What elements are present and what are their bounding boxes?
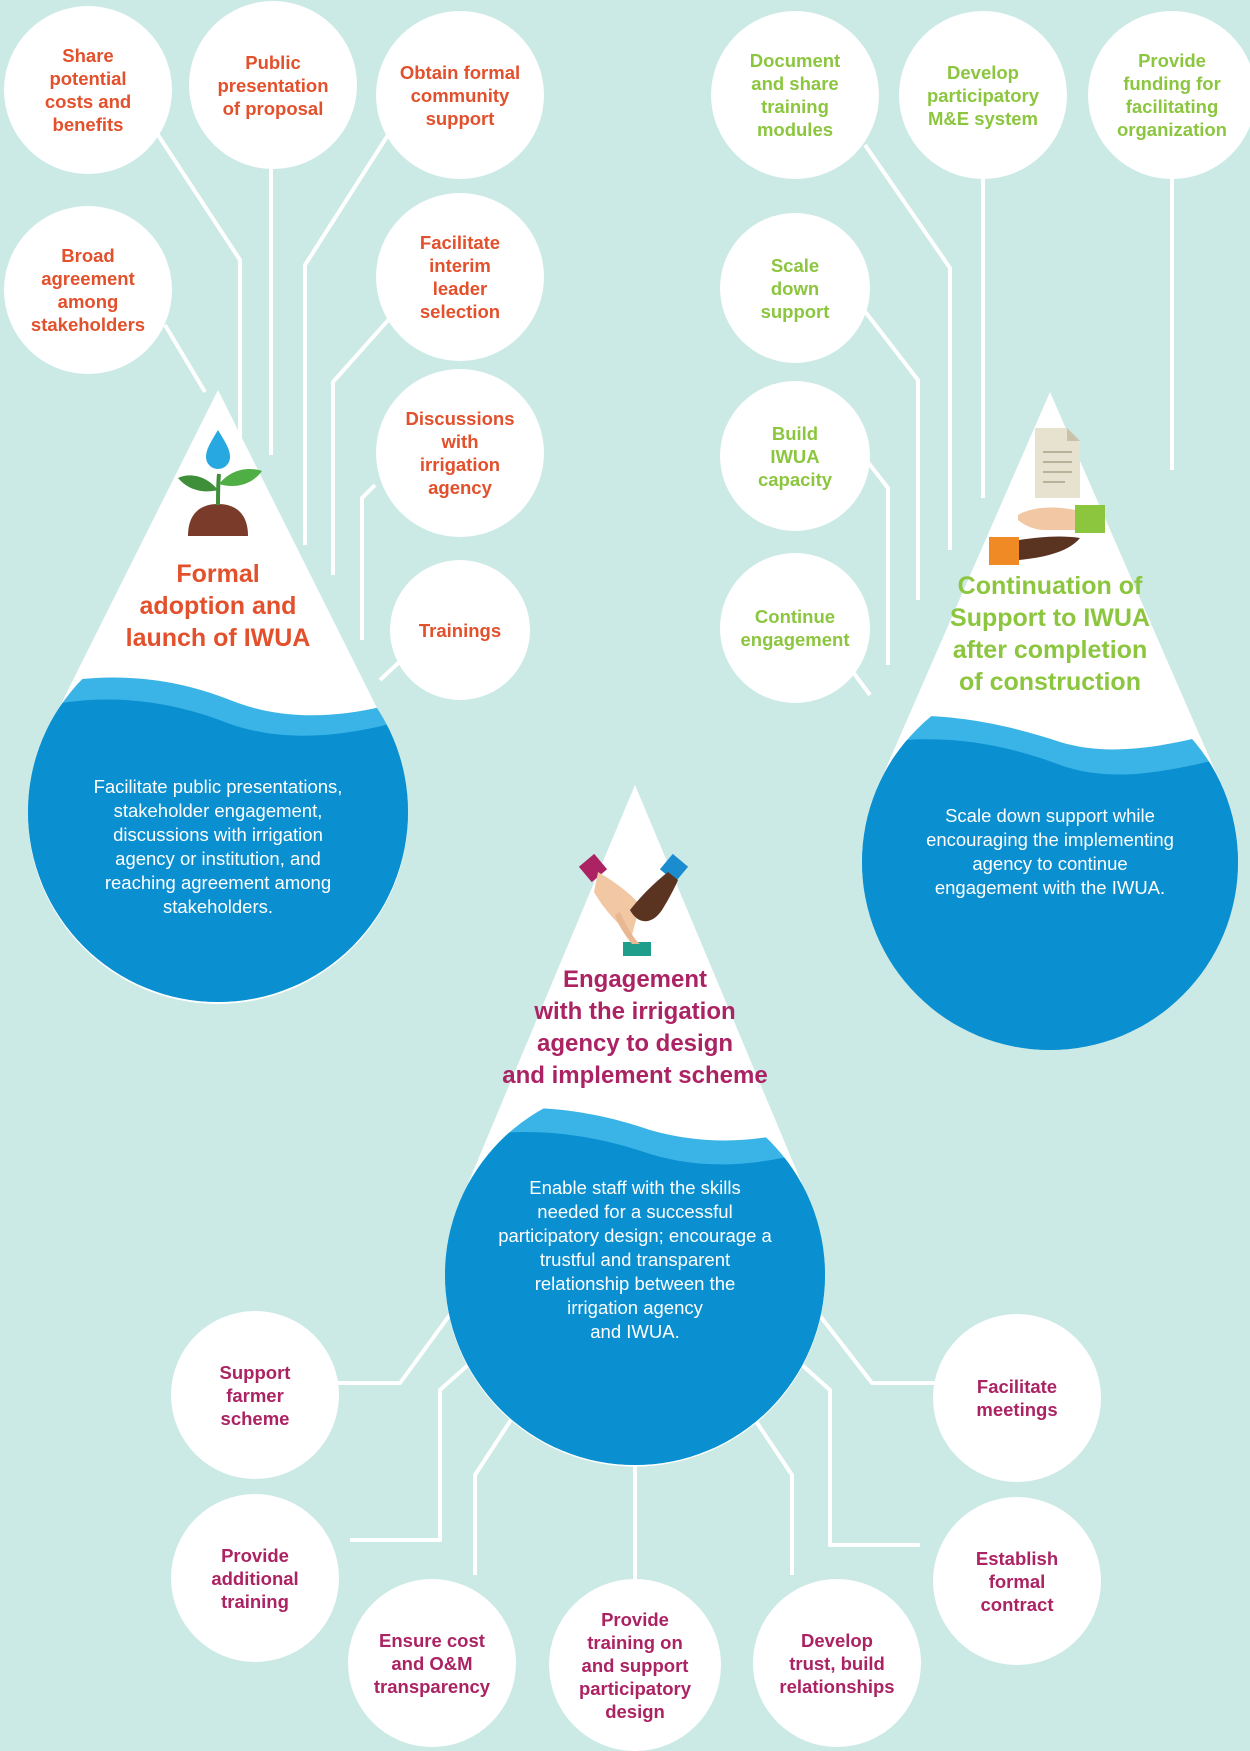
bubble-participatory-me-system[interactable]: Develop participatory M&E system — [899, 11, 1067, 179]
stage1-title: Formal adoption and launch of IWUA — [125, 560, 311, 652]
bubble-document-training-modules[interactable]: Document and share training modules — [711, 11, 879, 179]
connector-line — [331, 316, 392, 575]
connector-line — [858, 303, 920, 600]
connector-line — [320, 1288, 470, 1385]
connector-line — [798, 1288, 960, 1385]
stage2-title: Engagement with the irrigation agency to… — [502, 966, 768, 1089]
stage2-drop — [445, 785, 826, 1467]
bubble-public-presentation[interactable]: Public presentation of proposal — [189, 1, 357, 169]
bubble-share-costs-benefits[interactable]: Share potential costs and benefits — [4, 6, 172, 174]
bubble-discussions-irrigation-agency[interactable]: Discussions with irrigation agency — [376, 369, 544, 537]
bubble-additional-training[interactable]: Provide additional training — [171, 1494, 339, 1662]
bubble-support-farmer-scheme[interactable]: Support farmer scheme — [171, 1311, 339, 1479]
bubble-cost-om-transparency[interactable]: Ensure cost and O&M transparency — [348, 1579, 516, 1747]
connector-line — [303, 133, 390, 545]
connector-line — [156, 133, 242, 475]
bubble-obtain-community-support[interactable]: Obtain formal community support — [376, 11, 544, 179]
bubble-facilitate-meetings[interactable]: Facilitate meetings — [933, 1314, 1101, 1482]
connector-line — [863, 143, 952, 550]
bubble-continue-engagement[interactable]: Continue engagement — [720, 553, 870, 703]
document-hands-icon — [989, 428, 1105, 565]
stage3-drop — [861, 392, 1238, 1050]
stage1-drop — [28, 390, 409, 1004]
bubble-develop-trust[interactable]: Develop trust, build relationships — [753, 1579, 921, 1747]
stage1-description: Facilitate public presentations, stakeho… — [93, 776, 343, 917]
connector-line — [360, 483, 377, 640]
bubble-broad-agreement[interactable]: Broad agreement among stakeholders — [4, 206, 172, 374]
connector-line — [163, 323, 207, 394]
bubble-scale-down-support[interactable]: Scale down support — [720, 213, 870, 363]
bubble-establish-formal-contract[interactable]: Establish formal contract — [933, 1497, 1101, 1665]
stage3-title: Continuation of Support to IWUA after co… — [950, 572, 1150, 696]
seedling-water-drop-icon — [178, 430, 262, 536]
stage3-description: Scale down support while encouraging the… — [926, 805, 1174, 898]
bubble-funding-facilitating-org[interactable]: Provide funding for facilitating organiz… — [1088, 11, 1250, 179]
bubble-interim-leader-selection[interactable]: Facilitate interim leader selection — [376, 193, 544, 361]
handshake-icon — [578, 853, 689, 956]
stage2-description: Enable staff with the skills needed for … — [498, 1177, 772, 1342]
bubble-trainings[interactable]: Trainings — [390, 560, 530, 700]
bubble-participatory-design-training[interactable]: Provide training on and support particip… — [549, 1579, 721, 1751]
bubble-build-iwua-capacity[interactable]: Build IWUA capacity — [720, 381, 870, 531]
